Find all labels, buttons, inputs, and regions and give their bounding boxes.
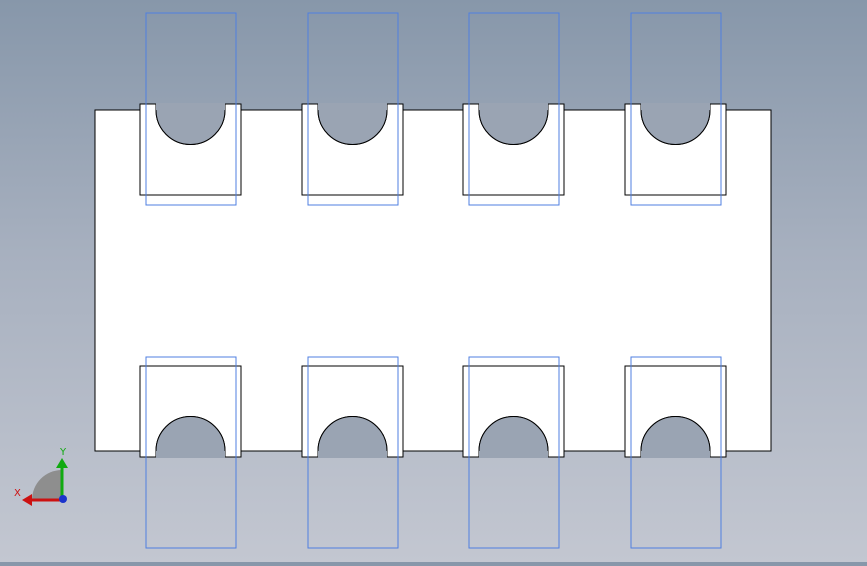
bottom-pin-arc-2 — [317, 416, 388, 452]
z-axis-dot — [59, 495, 67, 503]
x-axis-label: X — [14, 488, 21, 499]
bottom-pin-hidden-outline-1 — [145, 356, 237, 549]
bottom-pin-arc-1 — [155, 416, 226, 452]
top-pin-arc-1 — [155, 109, 226, 145]
triad-quadrant — [32, 470, 62, 500]
pin-group — [139, 103, 727, 458]
x-arrowhead — [22, 494, 32, 506]
y-arrowhead — [56, 458, 68, 468]
hidden-lines — [145, 12, 722, 549]
top-pin-hidden-outline-1 — [145, 12, 237, 206]
top-pin-arc-3 — [478, 109, 549, 145]
bottom-pin-arc-4 — [640, 416, 711, 452]
bottom-pin-hole-3 — [479, 416, 548, 458]
top-pin-hole-2 — [318, 103, 387, 145]
top-pin-hole-3 — [479, 103, 548, 145]
top-pin-hidden-outline-2 — [307, 12, 399, 206]
top-pin-hidden-outline-3 — [468, 12, 560, 206]
bottom-pin-arc-3 — [478, 416, 549, 452]
top-pin-arc-4 — [640, 109, 711, 145]
bottom-pin-hidden-outline-4 — [630, 356, 722, 549]
top-pin-hole-4 — [641, 103, 710, 145]
bottom-pin-hole-4 — [641, 416, 710, 458]
top-pin-hole-1 — [156, 103, 225, 145]
bottom-pin-hole-1 — [156, 416, 225, 458]
top-pin-hidden-outline-4 — [630, 12, 722, 206]
bottom-pin-hidden-outline-3 — [468, 356, 560, 549]
top-pin-arc-2 — [317, 109, 388, 145]
bottom-pin-hidden-outline-2 — [307, 356, 399, 549]
coordinate-triad[interactable]: Y X — [14, 447, 68, 506]
y-axis-label: Y — [59, 447, 67, 458]
bottom-pin-hole-2 — [318, 416, 387, 458]
